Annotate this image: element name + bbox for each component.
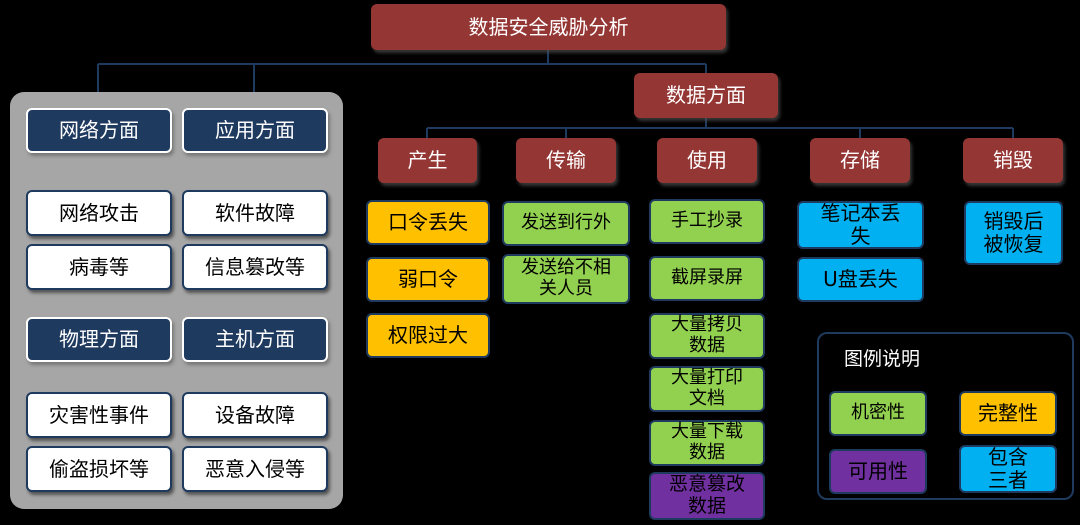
threat-item: 大量打印文档 bbox=[649, 366, 765, 412]
application-aspect-header: 应用方面 bbox=[182, 108, 328, 153]
left-panel bbox=[10, 92, 343, 509]
network-aspect-header: 网络方面 bbox=[26, 108, 172, 153]
legend-item-integrity: 完整性 bbox=[959, 391, 1057, 436]
virus-item: 病毒等 bbox=[26, 244, 172, 290]
network-attack-item: 网络攻击 bbox=[26, 190, 172, 236]
device-failure-item: 设备故障 bbox=[182, 392, 328, 438]
threat-item: 大量拷贝数据 bbox=[649, 313, 765, 359]
disaster-event-item: 灾害性事件 bbox=[26, 392, 172, 438]
host-aspect-header: 主机方面 bbox=[182, 317, 328, 362]
threat-item: 截屏录屏 bbox=[649, 256, 765, 301]
threat-item: 恶意篡改数据 bbox=[649, 472, 765, 520]
malicious-intrusion-item: 恶意入侵等 bbox=[182, 446, 328, 492]
legend-item-all-three: 包含三者 bbox=[959, 445, 1057, 493]
category-usage: 使用 bbox=[657, 138, 757, 183]
theft-damage-item: 偷盗损坏等 bbox=[26, 446, 172, 492]
threat-item: 权限过大 bbox=[366, 313, 490, 358]
legend-item-confidentiality: 机密性 bbox=[829, 391, 927, 436]
threat-item: U盘丢失 bbox=[797, 257, 924, 302]
software-failure-item: 软件故障 bbox=[182, 190, 328, 236]
legend-item-availability: 可用性 bbox=[829, 449, 927, 494]
threat-item: 笔记本丢失 bbox=[797, 201, 924, 249]
info-tampering-item: 信息篡改等 bbox=[182, 244, 328, 290]
category-storage: 存储 bbox=[810, 138, 910, 183]
physical-aspect-header: 物理方面 bbox=[26, 317, 172, 362]
threat-item: 发送给不相关人员 bbox=[502, 254, 630, 304]
legend bbox=[817, 332, 1074, 500]
threat-item: 发送到行外 bbox=[502, 201, 630, 246]
category-generation: 产生 bbox=[378, 138, 477, 183]
data-aspect-header: 数据方面 bbox=[634, 73, 778, 118]
threat-item: 大量下载数据 bbox=[649, 420, 765, 466]
threat-item: 口令丢失 bbox=[366, 200, 490, 245]
category-transmission: 传输 bbox=[516, 138, 616, 183]
legend-title: 图例说明 bbox=[844, 348, 921, 370]
category-destruction: 销毁 bbox=[963, 138, 1063, 183]
threat-item: 弱口令 bbox=[366, 257, 490, 302]
threat-item: 手工抄录 bbox=[649, 199, 765, 244]
threat-item: 销毁后被恢复 bbox=[964, 201, 1063, 265]
diagram-title: 数据安全威胁分析 bbox=[371, 4, 726, 50]
